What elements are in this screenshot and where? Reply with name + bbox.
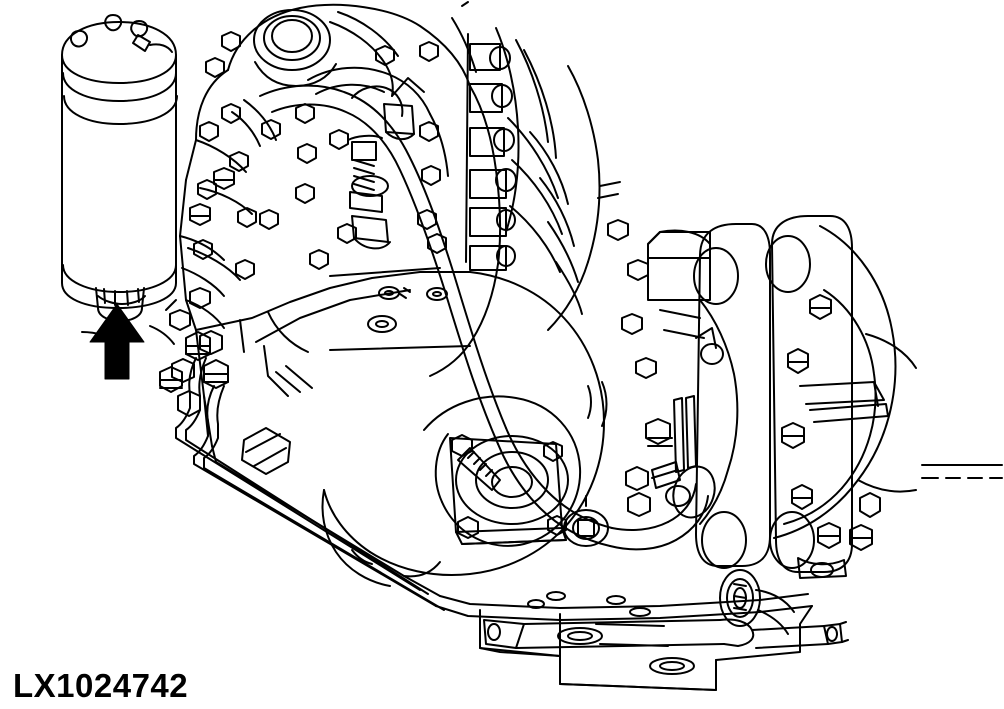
figure-id-label: LX1024742 [13,667,189,704]
left-block-detail [179,99,277,329]
bolt-heads [169,31,673,517]
curved-pipes [259,66,716,551]
detail-marks [81,181,621,565]
cross-shaft [483,618,849,649]
fittings-cluster-top [347,85,415,250]
cylinder-head-ribs [451,1,601,331]
line-art [61,1,1003,691]
bellhousing-and-brackets [647,215,917,579]
flywheel-disk [719,569,795,635]
oil-pan-sump [203,395,813,691]
cooler-line-fittings [159,331,229,417]
shaft-centerline [921,464,1003,479]
callout-arrow [89,303,145,380]
